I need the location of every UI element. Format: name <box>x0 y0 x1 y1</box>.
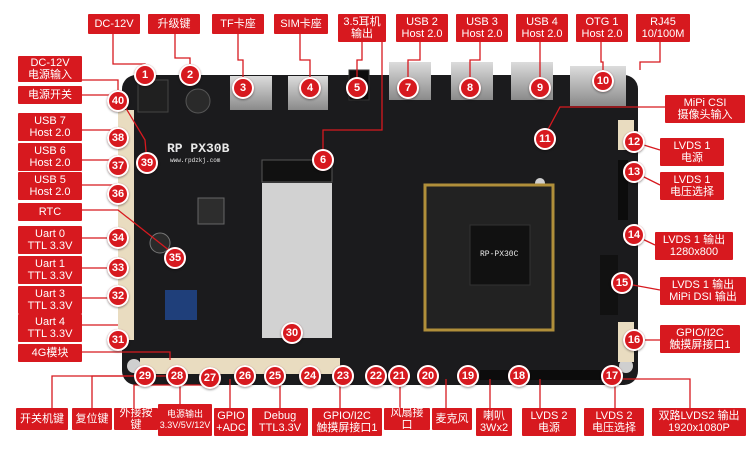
label-fan: 风扇接口 <box>384 407 430 431</box>
label-uart0: Uart 0 TTL 3.3V <box>18 226 82 254</box>
badge-8: 8 <box>459 77 481 99</box>
badge-20: 20 <box>417 365 439 387</box>
label-lvds2-out: 双路LVDS2 输出 1920x1080P <box>652 408 746 436</box>
badge-15: 15 <box>611 272 633 294</box>
badge-7: 7 <box>397 77 419 99</box>
badge-34: 34 <box>107 227 129 249</box>
badge-5: 5 <box>346 77 368 99</box>
label-uart1: Uart 1 TTL 3.3V <box>18 256 82 284</box>
label-usb7: USB 7 Host 2.0 <box>18 113 82 141</box>
badge-36: 36 <box>107 183 129 205</box>
badge-17: 17 <box>601 365 623 387</box>
badge-9: 9 <box>529 77 551 99</box>
label-mipi-csi: MiPi CSI 摄像头输入 <box>665 95 745 123</box>
label-dc12v: DC-12V <box>88 14 140 34</box>
edge-connector <box>618 160 628 220</box>
chip-mark: RP-PX30C <box>480 250 519 259</box>
label-lvds1-dsi: LVDS 1 输出 MiPi DSI 输出 <box>660 277 746 305</box>
badge-2: 2 <box>179 64 201 86</box>
badge-35: 35 <box>164 247 186 269</box>
badge-27: 27 <box>199 367 221 389</box>
badge-24: 24 <box>299 365 321 387</box>
badge-6: 6 <box>312 149 334 171</box>
badge-31: 31 <box>107 329 129 351</box>
label-sim-slot: SIM卡座 <box>274 14 328 34</box>
label-lvds1-vsel: LVDS 1 电压选择 <box>660 172 724 200</box>
badge-3: 3 <box>232 77 254 99</box>
badge-11: 11 <box>534 128 556 150</box>
label-lvds2-power: LVDS 2 电源 <box>522 408 576 436</box>
label-tf-slot: TF卡座 <box>212 14 264 34</box>
badge-33: 33 <box>107 257 129 279</box>
label-gpio-adc: GPIO +ADC <box>214 408 248 436</box>
soc-chip <box>469 224 531 286</box>
badge-29: 29 <box>134 365 156 387</box>
label-uart4: Uart 4 TTL 3.3V <box>18 314 82 342</box>
label-reset-key: 复位键 <box>72 408 112 430</box>
wifi-module <box>165 290 197 320</box>
label-audio-out: 3.5耳机 输出 <box>338 14 386 42</box>
label-usb3: USB 3 Host 2.0 <box>456 14 508 42</box>
badge-22: 22 <box>365 365 387 387</box>
label-usb6: USB 6 Host 2.0 <box>18 143 82 171</box>
label-gpio-i2c-bottom: GPIO/I2C 触摸屏接口1 <box>312 408 382 436</box>
inductor <box>197 197 225 225</box>
badge-12: 12 <box>623 131 645 153</box>
label-otg1: OTG 1 Host 2.0 <box>576 14 628 42</box>
badge-18: 18 <box>508 365 530 387</box>
heatshield <box>262 183 332 338</box>
badge-26: 26 <box>234 365 256 387</box>
badge-21: 21 <box>388 365 410 387</box>
board-site-silk: www.rpdzkj.com <box>170 157 221 164</box>
label-lvds2-vsel: LVDS 2 电压选择 <box>584 408 644 436</box>
label-power-switch: 电源开关 <box>18 86 82 104</box>
badge-14: 14 <box>623 224 645 246</box>
badge-1: 1 <box>134 64 156 86</box>
label-rj45: RJ45 10/100M <box>636 14 690 42</box>
badge-37: 37 <box>107 155 129 177</box>
badge-40: 40 <box>107 90 129 112</box>
badge-38: 38 <box>107 127 129 149</box>
label-upgrade-key: 升级键 <box>148 14 200 34</box>
label-speaker: 喇叭 3Wx2 <box>476 408 512 436</box>
label-uart3: Uart 3 TTL 3.3V <box>18 286 82 314</box>
label-gpio-i2c-right: GPIO/I2C 触摸屏接口1 <box>660 325 740 353</box>
badge-39: 39 <box>136 152 158 174</box>
badge-32: 32 <box>107 285 129 307</box>
label-debug: Debug TTL3.3V <box>252 408 308 436</box>
mount-hole <box>619 359 633 373</box>
edge-connector <box>600 255 618 315</box>
badge-23: 23 <box>332 365 354 387</box>
badge-16: 16 <box>623 329 645 351</box>
edge-connector <box>480 370 610 380</box>
board-model-silk: RP PX30B <box>167 141 230 156</box>
label-rtc: RTC <box>18 203 82 221</box>
badge-13: 13 <box>623 161 645 183</box>
label-power-key: 开关机键 <box>16 408 68 430</box>
badge-19: 19 <box>457 365 479 387</box>
upgrade-button <box>185 88 211 114</box>
badge-30: 30 <box>281 322 303 344</box>
badge-10: 10 <box>592 70 614 92</box>
label-4g-module: 4G模块 <box>18 344 82 362</box>
label-usb2: USB 2 Host 2.0 <box>396 14 448 42</box>
label-lvds1-out: LVDS 1 输出 1280x800 <box>655 232 733 260</box>
label-usb4: USB 4 Host 2.0 <box>516 14 568 42</box>
badge-25: 25 <box>264 365 286 387</box>
pcb-board <box>122 75 638 385</box>
label-ext-key: 外接按键 <box>114 407 158 431</box>
label-dc-input: DC-12V 电源输入 <box>18 56 82 82</box>
badge-28: 28 <box>166 365 188 387</box>
label-mic: 麦克风 <box>432 408 472 430</box>
label-power-out: 电源输出 3.3V/5V/12V <box>158 404 212 436</box>
label-usb5: USB 5 Host 2.0 <box>18 172 82 200</box>
badge-4: 4 <box>299 77 321 99</box>
label-lvds1-power: LVDS 1 电源 <box>660 138 724 166</box>
